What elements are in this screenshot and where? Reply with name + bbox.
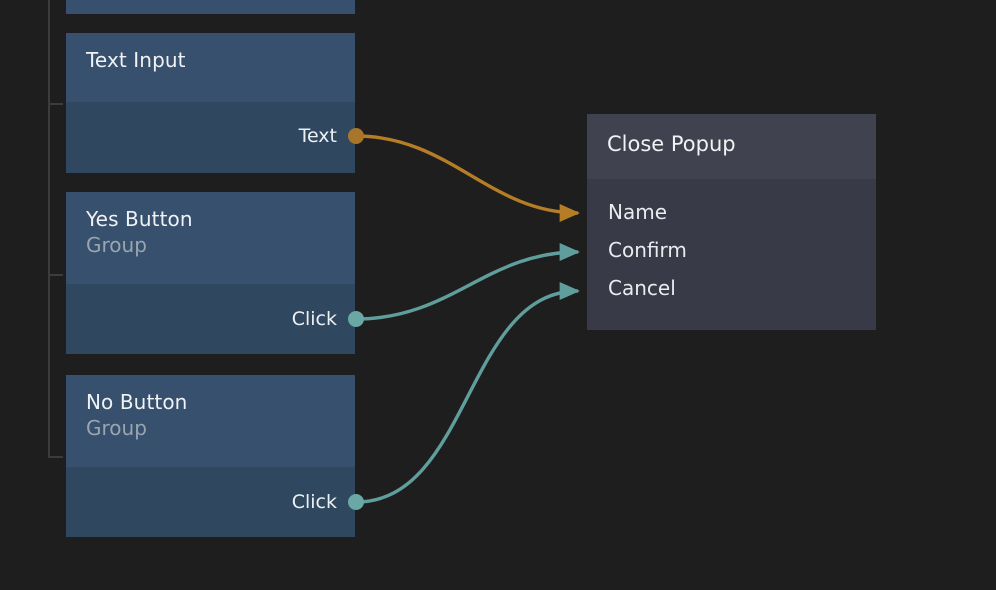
port-label: Text bbox=[298, 125, 337, 147]
port-row-text[interactable]: Text bbox=[299, 125, 337, 147]
node-header bbox=[66, 0, 355, 14]
port-label: Click bbox=[291, 308, 337, 330]
slot-cancel[interactable]: Cancel bbox=[608, 276, 676, 300]
node-title: Text Input bbox=[86, 48, 186, 72]
port-row-click[interactable]: Click bbox=[292, 308, 337, 330]
node-yes-button[interactable]: Yes Button Group Click bbox=[66, 192, 355, 354]
node-no-button[interactable]: No Button Group Click bbox=[66, 375, 355, 537]
node-text-input[interactable]: Text Input Text bbox=[66, 33, 355, 173]
wire-noclick-to-cancel[interactable] bbox=[348, 282, 581, 510]
node-subtitle: Group bbox=[86, 233, 147, 257]
node-header: Close Popup bbox=[587, 114, 876, 179]
port-row-click[interactable]: Click bbox=[292, 491, 337, 513]
node-body: Click bbox=[66, 467, 355, 537]
node-body: Click bbox=[66, 284, 355, 354]
node-partial-top[interactable] bbox=[66, 0, 355, 14]
node-subtitle: Group bbox=[86, 416, 147, 440]
wire-yesclick-to-confirm[interactable] bbox=[348, 243, 581, 327]
node-title: Yes Button bbox=[86, 207, 193, 231]
node-body: Text bbox=[66, 102, 355, 173]
port-label: Click bbox=[291, 491, 337, 513]
node-header: Yes Button Group bbox=[66, 192, 355, 284]
node-header: No Button Group bbox=[66, 375, 355, 467]
slot-name[interactable]: Name bbox=[608, 200, 668, 224]
node-slot-list: Name Confirm Cancel bbox=[587, 179, 876, 307]
node-title: No Button bbox=[86, 390, 188, 414]
node-close-popup[interactable]: Close Popup Name Confirm Cancel bbox=[587, 114, 876, 330]
node-header: Text Input bbox=[66, 33, 355, 102]
node-title: Close Popup bbox=[607, 132, 736, 156]
wire-text-to-name[interactable] bbox=[348, 128, 581, 222]
slot-confirm[interactable]: Confirm bbox=[608, 238, 687, 262]
